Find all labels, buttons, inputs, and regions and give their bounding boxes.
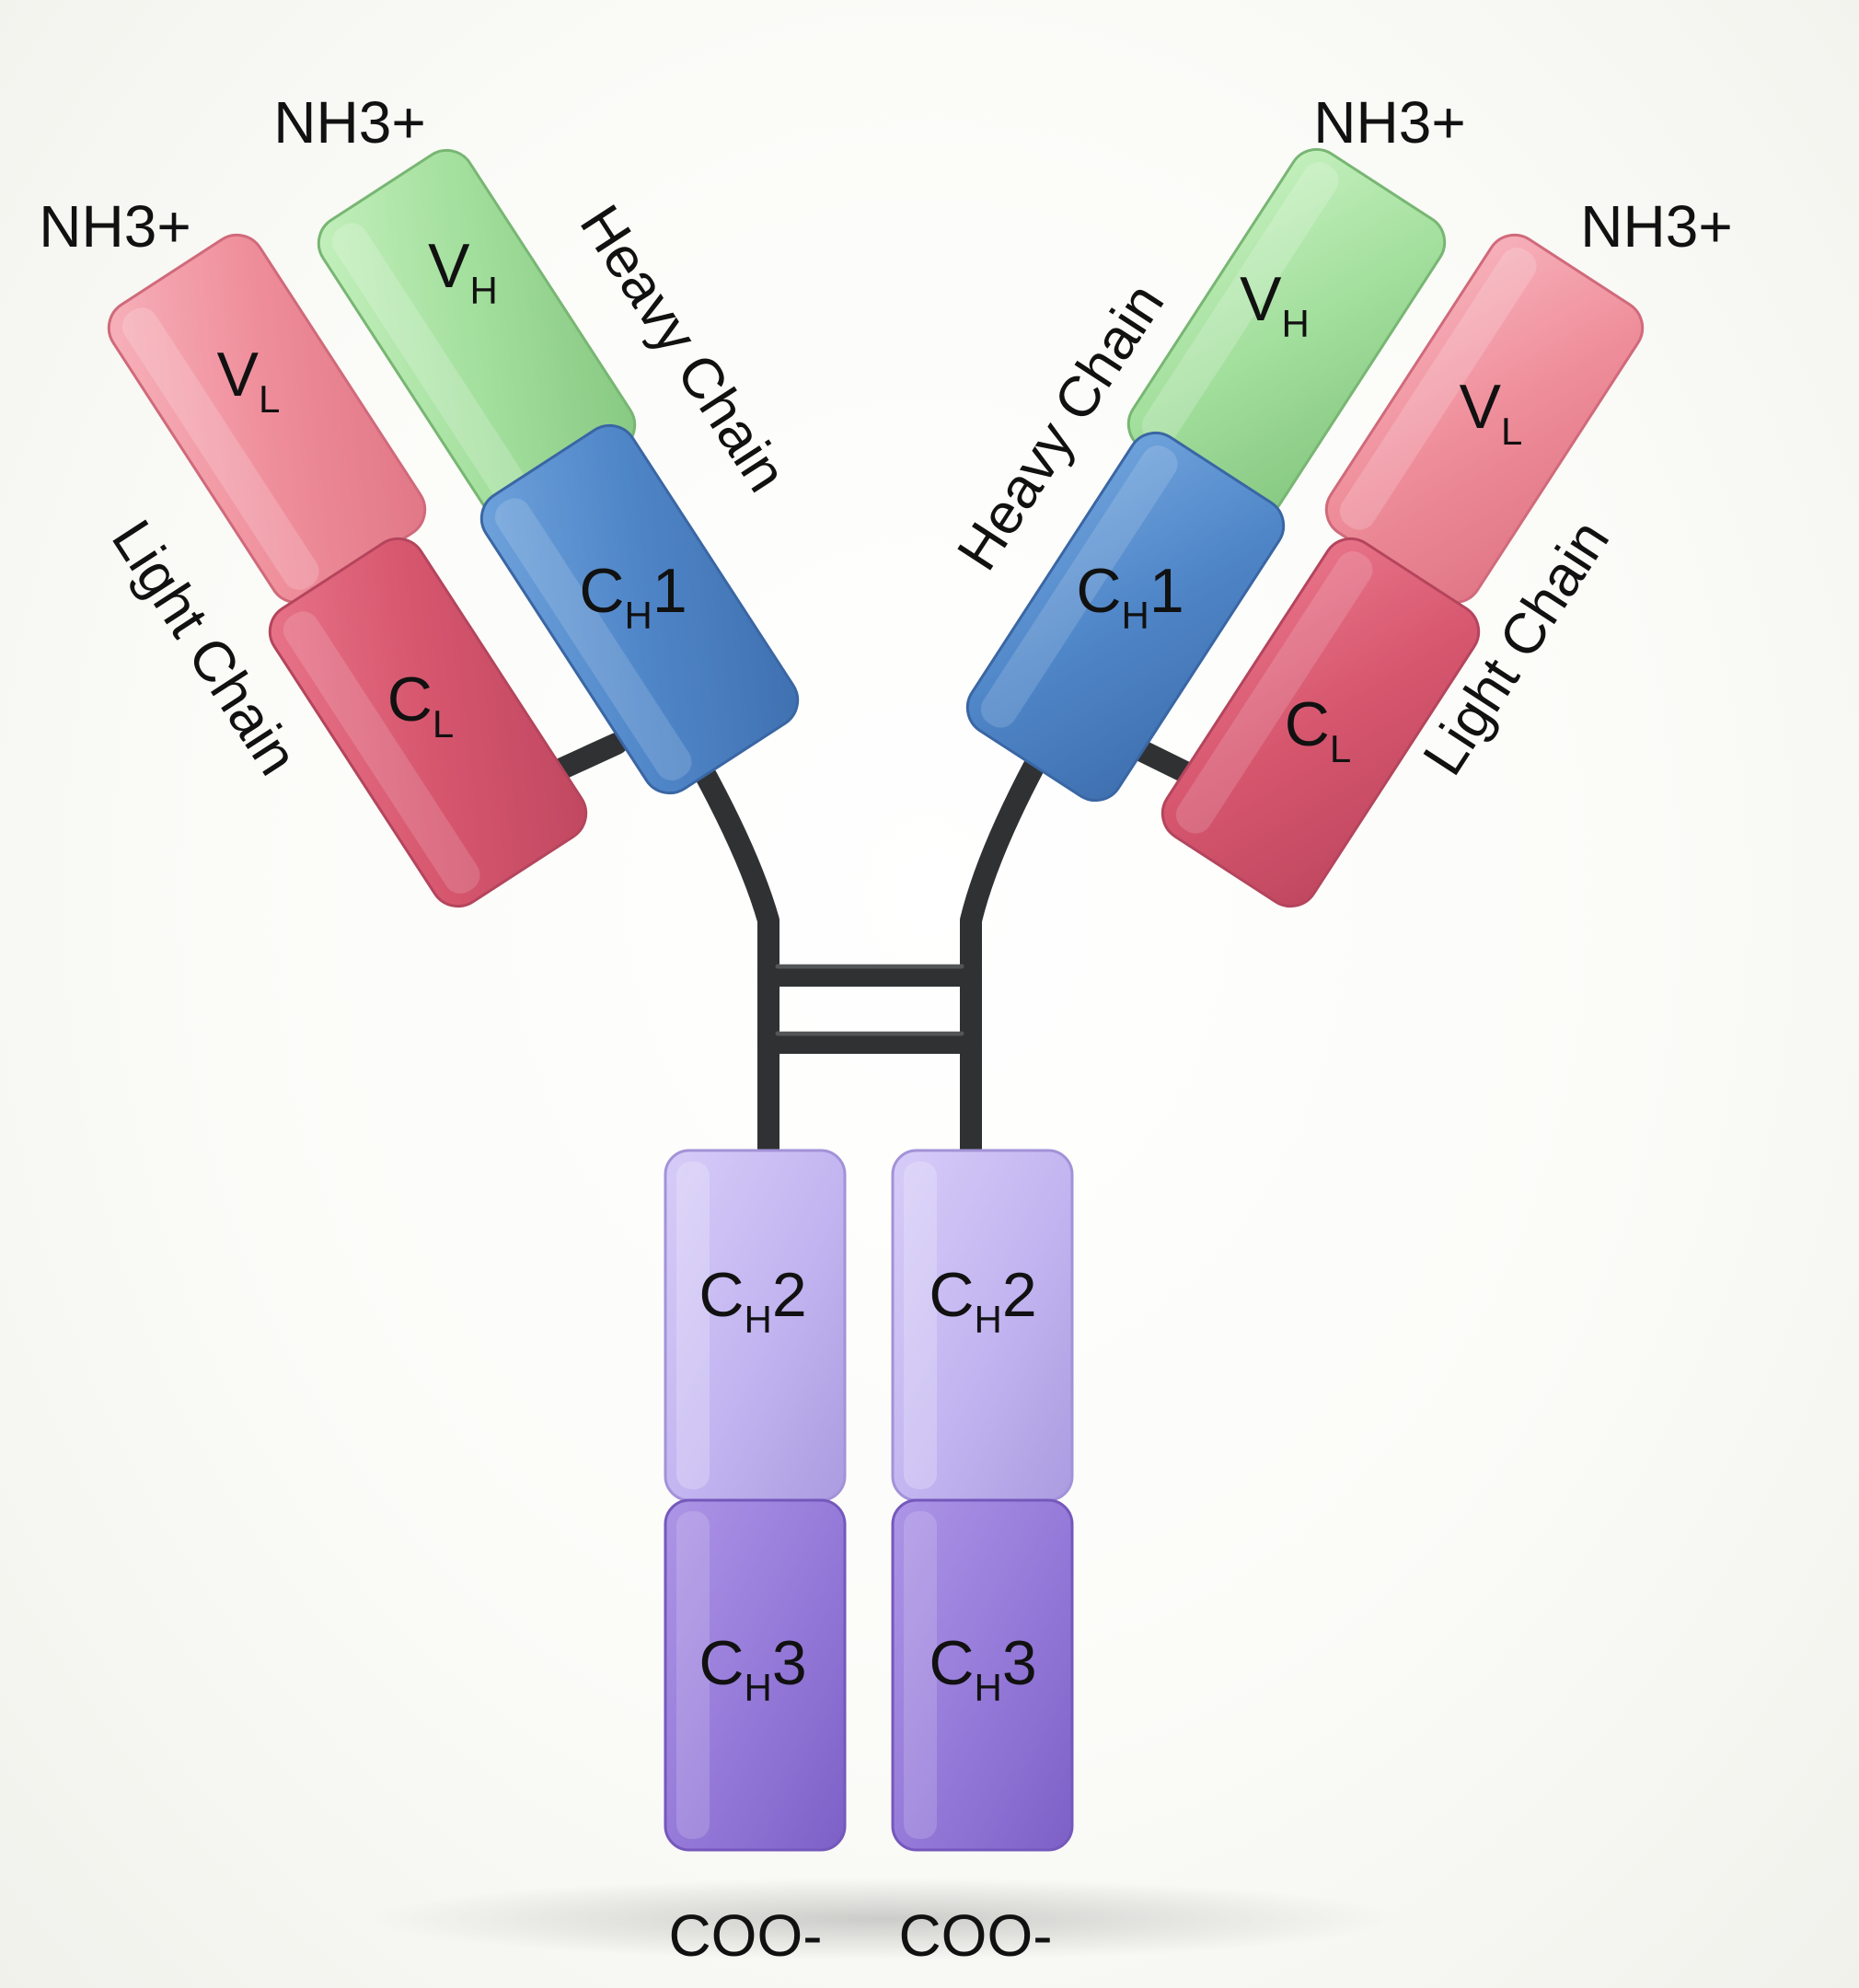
left-light-chain-cl-domain [268, 537, 588, 908]
left-ch3-domain [664, 1498, 847, 1852]
right-ch3-domain [891, 1498, 1074, 1852]
right-vl-label: VL [1460, 372, 1523, 453]
right-cl-label: CL [1285, 689, 1351, 770]
left-heavy-chain-ch1-domain [479, 423, 800, 795]
right-vh-terminus: NH3+ [1313, 89, 1465, 156]
right-ch1-label: CH1 [1076, 556, 1184, 637]
floor-shadow [368, 1878, 1399, 1960]
left-cl-label: CL [387, 665, 454, 746]
right-vh-label: VH [1240, 264, 1310, 345]
left-ch1-label: CH1 [579, 556, 687, 637]
right-hinge-linker [960, 753, 1046, 1171]
left-ch2-label: CH2 [699, 1260, 806, 1341]
right-ch2-label: CH2 [929, 1260, 1036, 1341]
hinge-region [541, 733, 1198, 1171]
right-ch2-domain [891, 1149, 1074, 1502]
left-hinge-linker [688, 753, 779, 1171]
left-vh-terminus: NH3+ [273, 89, 425, 156]
left-ch2-domain [664, 1149, 847, 1502]
right-ch3-label: CH3 [929, 1628, 1036, 1709]
left-ch3-label: CH3 [699, 1628, 806, 1709]
right-vl-terminus: NH3+ [1580, 193, 1732, 260]
right-c-terminus: COO- [898, 1902, 1052, 1969]
right-heavy-chain-ch1-domain [965, 431, 1286, 803]
left-c-terminus: COO- [668, 1902, 822, 1969]
left-vl-terminus: NH3+ [39, 193, 191, 260]
left-vh-label: VH [428, 231, 498, 312]
right-light-chain-cl-domain [1160, 537, 1481, 908]
left-vl-label: VL [217, 340, 281, 421]
